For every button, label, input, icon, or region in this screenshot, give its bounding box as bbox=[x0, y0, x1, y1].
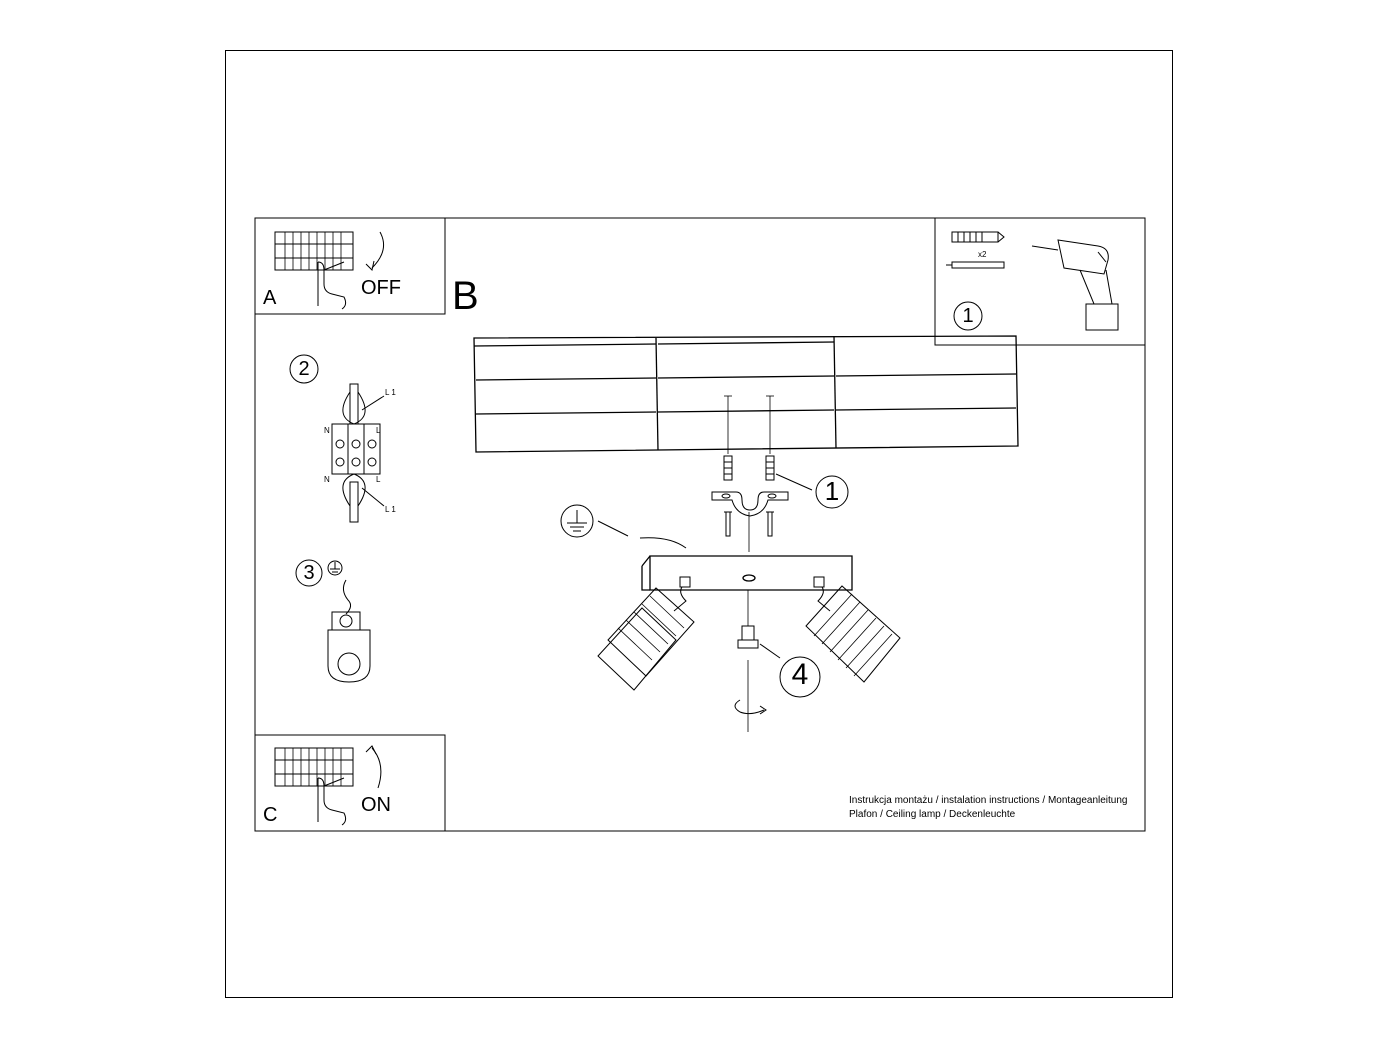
rotate-icon bbox=[734, 699, 765, 715]
terminal-block bbox=[331, 383, 385, 523]
step-3-circle bbox=[295, 559, 323, 587]
panel-a-box bbox=[254, 217, 446, 315]
screw-icon bbox=[946, 261, 1005, 269]
footer-instructions-title: Instrukcja montażu / instalation instruc… bbox=[849, 795, 1128, 806]
breaker-panel-c bbox=[274, 747, 354, 826]
page-frame bbox=[225, 50, 1173, 998]
step-1-tools-circle bbox=[953, 301, 983, 331]
panel-a-state: OFF bbox=[361, 277, 401, 299]
spotlight-left bbox=[597, 576, 695, 691]
screws bbox=[724, 511, 774, 537]
wire-label-n-left: N bbox=[324, 426, 330, 435]
wire-label-n-bottom: N bbox=[324, 475, 330, 484]
drill-icon bbox=[1031, 239, 1119, 331]
ground-callout-leader bbox=[597, 520, 629, 537]
mounting-holes bbox=[724, 395, 774, 454]
fixing-screw bbox=[737, 625, 759, 649]
callout-4-leader bbox=[759, 643, 781, 659]
step-4-number: 4 bbox=[791, 658, 809, 691]
mounting-bracket bbox=[711, 491, 789, 517]
footer-product-type: Plafon / Ceiling lamp / Deckenleuchte bbox=[849, 809, 1016, 820]
panel-c-box bbox=[254, 734, 446, 832]
lamp-base bbox=[641, 555, 853, 591]
arrow-down-icon bbox=[371, 231, 385, 269]
breaker-panel-a bbox=[274, 231, 354, 310]
wire-label-l-bottom: L bbox=[376, 475, 381, 484]
panel-c-letter: C bbox=[263, 804, 278, 826]
panel-b-letter: B bbox=[452, 274, 479, 318]
callout-1-leader bbox=[775, 473, 813, 491]
panel-c-state: ON bbox=[361, 794, 391, 816]
tools-box bbox=[934, 217, 1146, 346]
ceiling bbox=[473, 335, 1019, 453]
arrow-down-head bbox=[365, 260, 375, 271]
wire-label-l1-top: L 1 bbox=[385, 388, 396, 397]
arrow-up-head bbox=[365, 745, 377, 755]
step-2-number: 2 bbox=[298, 358, 310, 380]
wire-label-l-right: L bbox=[376, 426, 381, 435]
wall-plugs bbox=[723, 455, 775, 481]
step-4-circle bbox=[779, 656, 821, 698]
step-3-number: 3 bbox=[303, 562, 315, 584]
step-1-tools-number: 1 bbox=[962, 305, 974, 327]
diagram-frame bbox=[254, 217, 1146, 832]
dowel-count: x2 bbox=[978, 250, 987, 259]
panel-a-letter: A bbox=[263, 287, 277, 309]
step-1-callout-number: 1 bbox=[824, 476, 840, 506]
wire-label-l1-bottom: L 1 bbox=[385, 505, 396, 514]
arrow-up-icon bbox=[371, 747, 382, 789]
step-2-circle bbox=[289, 354, 319, 384]
step-1-callout-circle bbox=[815, 475, 849, 509]
dowel-icon bbox=[951, 231, 1005, 243]
ground-clamp bbox=[327, 579, 371, 683]
ground-symbol-icon bbox=[327, 560, 343, 576]
spotlight-right bbox=[805, 576, 901, 683]
ground-wire bbox=[639, 537, 687, 549]
ground-callout-icon bbox=[560, 504, 594, 538]
